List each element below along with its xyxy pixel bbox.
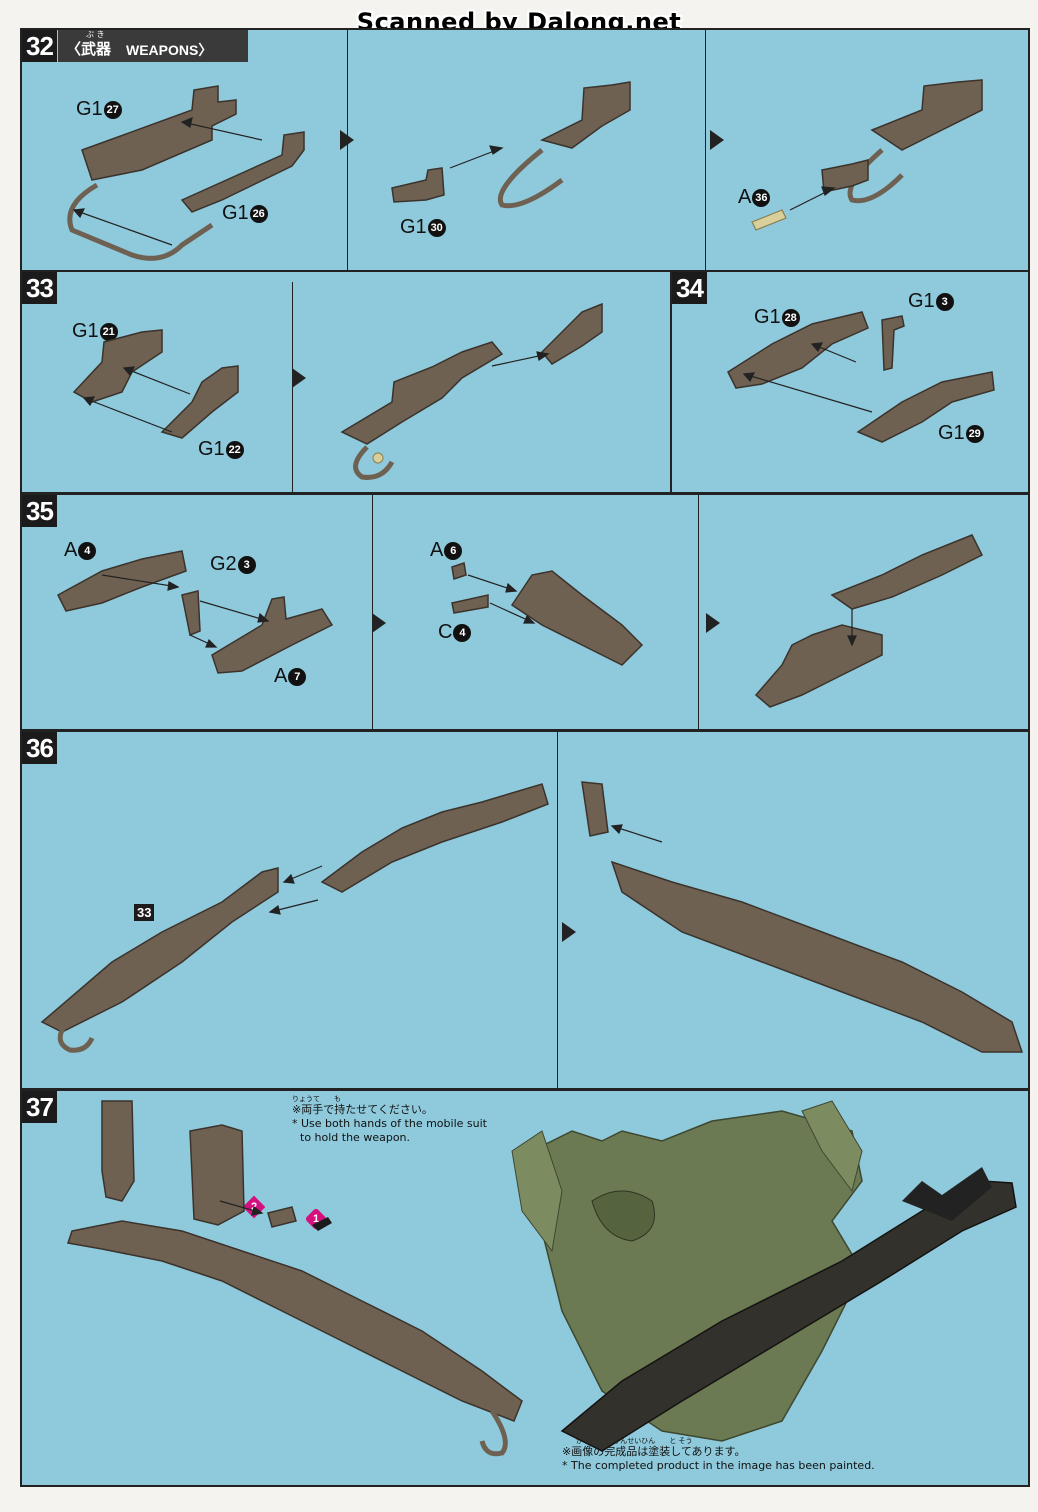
step-32-illustration [67, 79, 983, 261]
divider [705, 30, 706, 270]
step-number: 36 [22, 732, 57, 764]
paint-note: が ぞう かんせいひん と そう ※画像の完成品は塗装してあります。 * The… [562, 1437, 875, 1473]
next-arrow-icon [372, 613, 386, 633]
divider [347, 30, 348, 270]
step-number: 34 [672, 272, 707, 304]
hands-note-en1: * Use both hands of the mobile suit [292, 1117, 487, 1130]
section-en: WEAPONS〉 [126, 42, 213, 58]
step-number: 37 [22, 1091, 57, 1123]
step-35-illustration [57, 534, 984, 708]
paint-note-en: * The completed product in the image has… [562, 1459, 875, 1472]
section-jp-text: 武器 [81, 40, 112, 58]
section-jp: 〈武器 [66, 40, 112, 58]
step-34-illustration [727, 311, 995, 443]
step-36-illustration [40, 781, 1024, 1053]
divider [557, 732, 558, 1088]
next-arrow-icon [710, 130, 724, 150]
step-37-illustration [67, 1100, 1017, 1457]
hands-note-en2: to hold the weapon. [300, 1131, 411, 1144]
step-number: 32 [22, 30, 57, 62]
section-en-text: WEAPONS [126, 42, 199, 58]
hands-note-jp: ※両手で持たせてください。 [292, 1103, 433, 1116]
section-ruby: ぶ き [86, 30, 105, 39]
next-arrow-icon [706, 613, 720, 633]
step-number: 33 [22, 272, 57, 304]
ref-step-33-badge: 33 [134, 904, 155, 921]
paint-note-jp: ※画像の完成品は塗装してあります。 [562, 1445, 746, 1458]
step-37-panel: 37 りょうて も ※両手で持たせてください。 * Use both hands… [20, 1089, 1030, 1487]
next-arrow-icon [292, 368, 306, 388]
next-arrow-icon [340, 130, 354, 150]
hands-note: りょうて も ※両手で持たせてください。 * Use both hands of… [292, 1095, 487, 1145]
completed-mobile-suit-image [511, 1100, 1017, 1452]
divider [698, 495, 699, 729]
next-arrow-icon [562, 922, 576, 942]
step-36-panel: 36 33 [20, 730, 1030, 1090]
step-number: 35 [22, 495, 57, 527]
divider [372, 495, 373, 729]
section-title: ぶ き 〈武器 WEAPONS〉 [58, 30, 248, 62]
paint-note-ruby: が ぞう かんせいひん と そう [576, 1437, 693, 1445]
step-33-illustration [72, 302, 603, 480]
hands-note-ruby: りょうて も [292, 1095, 341, 1103]
